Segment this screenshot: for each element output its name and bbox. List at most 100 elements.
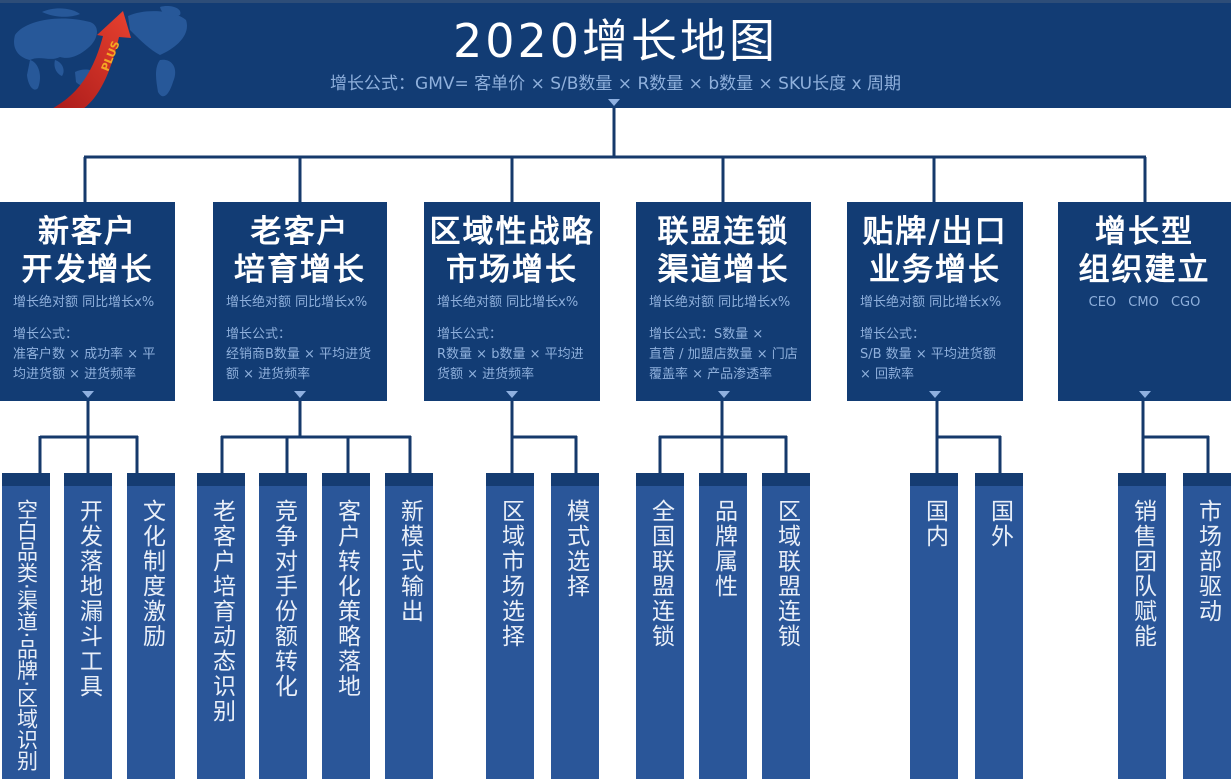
sub-item-conversion-strategy: 客户转化策略落地 [322, 473, 370, 779]
branch-title-line-2: 开发增长 [21, 252, 154, 288]
sub-item-funnel-tool: 开发落地漏斗工具 [64, 473, 112, 779]
formula-line: 额 × 进货频率 [226, 367, 311, 382]
branch-title: 新客户 开发增长 [0, 213, 175, 289]
branch-card-new-customer-growth: 新客户 开发增长 增长绝对额 同比增长x% 增长公式： 准客户数 × 成功率 ×… [0, 202, 175, 401]
sub-item-label: 全国联盟连锁 [647, 499, 674, 649]
world-map-icon: PLUS [14, 5, 187, 108]
sub-item-label: 新模式输出 [396, 499, 423, 624]
header-banner: PLUS 2020增长地图 增长公式：GMV= 客单价 × S/B数量 × R数… [0, 0, 1231, 108]
page-title: 2020增长地图 [452, 14, 779, 68]
sub-item-header-band [975, 473, 1023, 486]
sub-item-header-band [322, 473, 370, 486]
branch-metric: 增长绝对额 同比增长x% [649, 295, 791, 310]
sub-item-label: 国内 [921, 499, 948, 549]
sub-item-new-model-output: 新模式输出 [385, 473, 433, 779]
sub-item-header-band [699, 473, 747, 486]
branch-metric: 增长绝对额 同比增长x% [13, 295, 155, 310]
formula-line: 覆盖率 × 产品渗透率 [649, 367, 773, 382]
branch-card-oem-export-growth: 贴牌/出口 业务增长 增长绝对额 同比增长x% 增长公式： S/B 数量 × 平… [847, 202, 1023, 401]
formula-line: 增长公式： [860, 327, 926, 342]
formula-line: R数量 × b数量 × 平均进 [437, 347, 584, 362]
sub-item-label: 国外 [986, 499, 1013, 549]
branch-title-line-2: 市场增长 [446, 252, 578, 288]
branch-title-line-1: 联盟连锁 [657, 214, 790, 250]
formula-line: 货额 × 进货频率 [437, 367, 535, 382]
sub-item-header-band [64, 473, 112, 486]
branch-roles: CEO CMO CGO [1088, 295, 1201, 310]
sub-item-header-band [762, 473, 810, 486]
sub-item-header-band [127, 473, 175, 486]
sub-item-overseas: 国外 [975, 473, 1023, 779]
formula-line: 均进货额 × 进货频率 [13, 367, 137, 382]
branch-card-existing-customer-growth: 老客户 培育增长 增长绝对额 同比增长x% 增长公式： 经销商B数量 × 平均进… [213, 202, 387, 401]
sub-item-brand-attributes: 品牌属性 [699, 473, 747, 779]
sub-item-header-band [1183, 473, 1231, 486]
sub-item-label: 文化制度激励 [138, 499, 165, 649]
branch-title: 增长型 组织建立 [1058, 213, 1231, 289]
triangle-down-icon [81, 391, 94, 398]
formula-line: 增长公式： [437, 327, 503, 342]
formula-line: 直营 / 加盟店数量 × 门店 [649, 347, 798, 362]
triangle-down-icon [294, 391, 306, 398]
triangle-down-icon [929, 391, 941, 398]
sub-item-label: 品牌属性 [710, 499, 737, 599]
sub-item-header-band [259, 473, 307, 486]
branch-formula: 增长公式： 经销商B数量 × 平均进货 额 × 进货频率 [226, 325, 383, 385]
gmv-formula: 增长公式：GMV= 客单价 × S/B数量 × R数量 × b数量 × SKU长… [330, 74, 901, 94]
sub-item-sales-team-enablement: 销售团队赋能 [1118, 473, 1166, 779]
formula-line: 增长公式： [226, 327, 292, 342]
branch-title-line-2: 培育增长 [234, 252, 366, 288]
sub-item-label: 销售团队赋能 [1129, 499, 1156, 649]
sub-item-blank-category-identification: 空白品类·渠道·品牌·区域识别 [2, 473, 50, 779]
branch-title: 贴牌/出口 业务增长 [847, 213, 1023, 289]
branch-title-line-1: 增长型 [1095, 214, 1194, 250]
sub-item-label: 区域市场选择 [497, 499, 524, 649]
sub-item-header-band [2, 473, 50, 486]
sub-item-label: 模式选择 [562, 499, 589, 599]
branch-card-growth-organization: 增长型 组织建立 CEO CMO CGO [1058, 202, 1231, 401]
sub-item-label: 区域联盟连锁 [773, 499, 800, 649]
sub-item-label: 开发落地漏斗工具 [75, 499, 102, 699]
sub-item-marketing-driven: 市场部驱动 [1183, 473, 1231, 779]
branch-formula: 增长公式： S/B 数量 × 平均进货额 × 回款率 [860, 325, 1019, 385]
sub-item-regional-alliance-chain: 区域联盟连锁 [762, 473, 810, 779]
sub-item-header-band [486, 473, 534, 486]
sub-item-header-band [551, 473, 599, 486]
triangle-down-icon [506, 391, 518, 398]
sub-item-header-band [197, 473, 245, 486]
branch-metric: 增长绝对额 同比增长x% [860, 295, 1002, 310]
sub-item-header-band [1118, 473, 1166, 486]
formula-line: 准客户数 × 成功率 × 平 [13, 347, 156, 362]
branch-card-alliance-chain-growth: 联盟连锁 渠道增长 增长绝对额 同比增长x% 增长公式：S数量 × 直营 / 加… [636, 202, 811, 401]
branch-title: 联盟连锁 渠道增长 [636, 213, 811, 289]
sub-item-domestic: 国内 [910, 473, 958, 779]
sub-item-header-band [910, 473, 958, 486]
branch-title-line-2: 组织建立 [1078, 252, 1211, 288]
branch-title-line-2: 渠道增长 [657, 252, 790, 288]
sub-item-label: 客户转化策略落地 [333, 499, 360, 699]
sub-item-label: 空白品类·渠道·品牌·区域识别 [14, 499, 39, 772]
branch-card-regional-market-growth: 区域性战略 市场增长 增长绝对额 同比增长x% 增长公式： R数量 × b数量 … [424, 202, 600, 401]
branch-formula: 增长公式： 准客户数 × 成功率 × 平 均进货额 × 进货频率 [13, 325, 171, 385]
branch-title: 区域性战略 市场增长 [424, 213, 600, 289]
triangle-down-icon [717, 391, 730, 398]
formula-line: 经销商B数量 × 平均进货 [226, 347, 372, 362]
sub-item-model-selection: 模式选择 [551, 473, 599, 779]
formula-line: S/B 数量 × 平均进货额 [860, 347, 996, 362]
sub-item-label: 竞争对手份额转化 [270, 499, 297, 699]
formula-line: 增长公式：S数量 × [649, 327, 764, 342]
sub-item-header-band [385, 473, 433, 486]
branch-metric: 增长绝对额 同比增长x% [226, 295, 368, 310]
branch-formula: 增长公式： R数量 × b数量 × 平均进 货额 × 进货频率 [437, 325, 596, 385]
sub-item-regional-market-selection: 区域市场选择 [486, 473, 534, 779]
sub-item-competitor-share-conversion: 竞争对手份额转化 [259, 473, 307, 779]
branch-formula: 增长公式：S数量 × 直营 / 加盟店数量 × 门店 覆盖率 × 产品渗透率 [649, 325, 807, 385]
branch-title-line-1: 区域性战略 [429, 214, 595, 250]
sub-item-culture-incentive: 文化制度激励 [127, 473, 175, 779]
branch-title-line-1: 贴牌/出口 [862, 214, 1008, 250]
branch-title-line-1: 老客户 [250, 214, 350, 250]
branch-title-line-2: 业务增长 [869, 252, 1001, 288]
branch-metric: 增长绝对额 同比增长x% [437, 295, 579, 310]
